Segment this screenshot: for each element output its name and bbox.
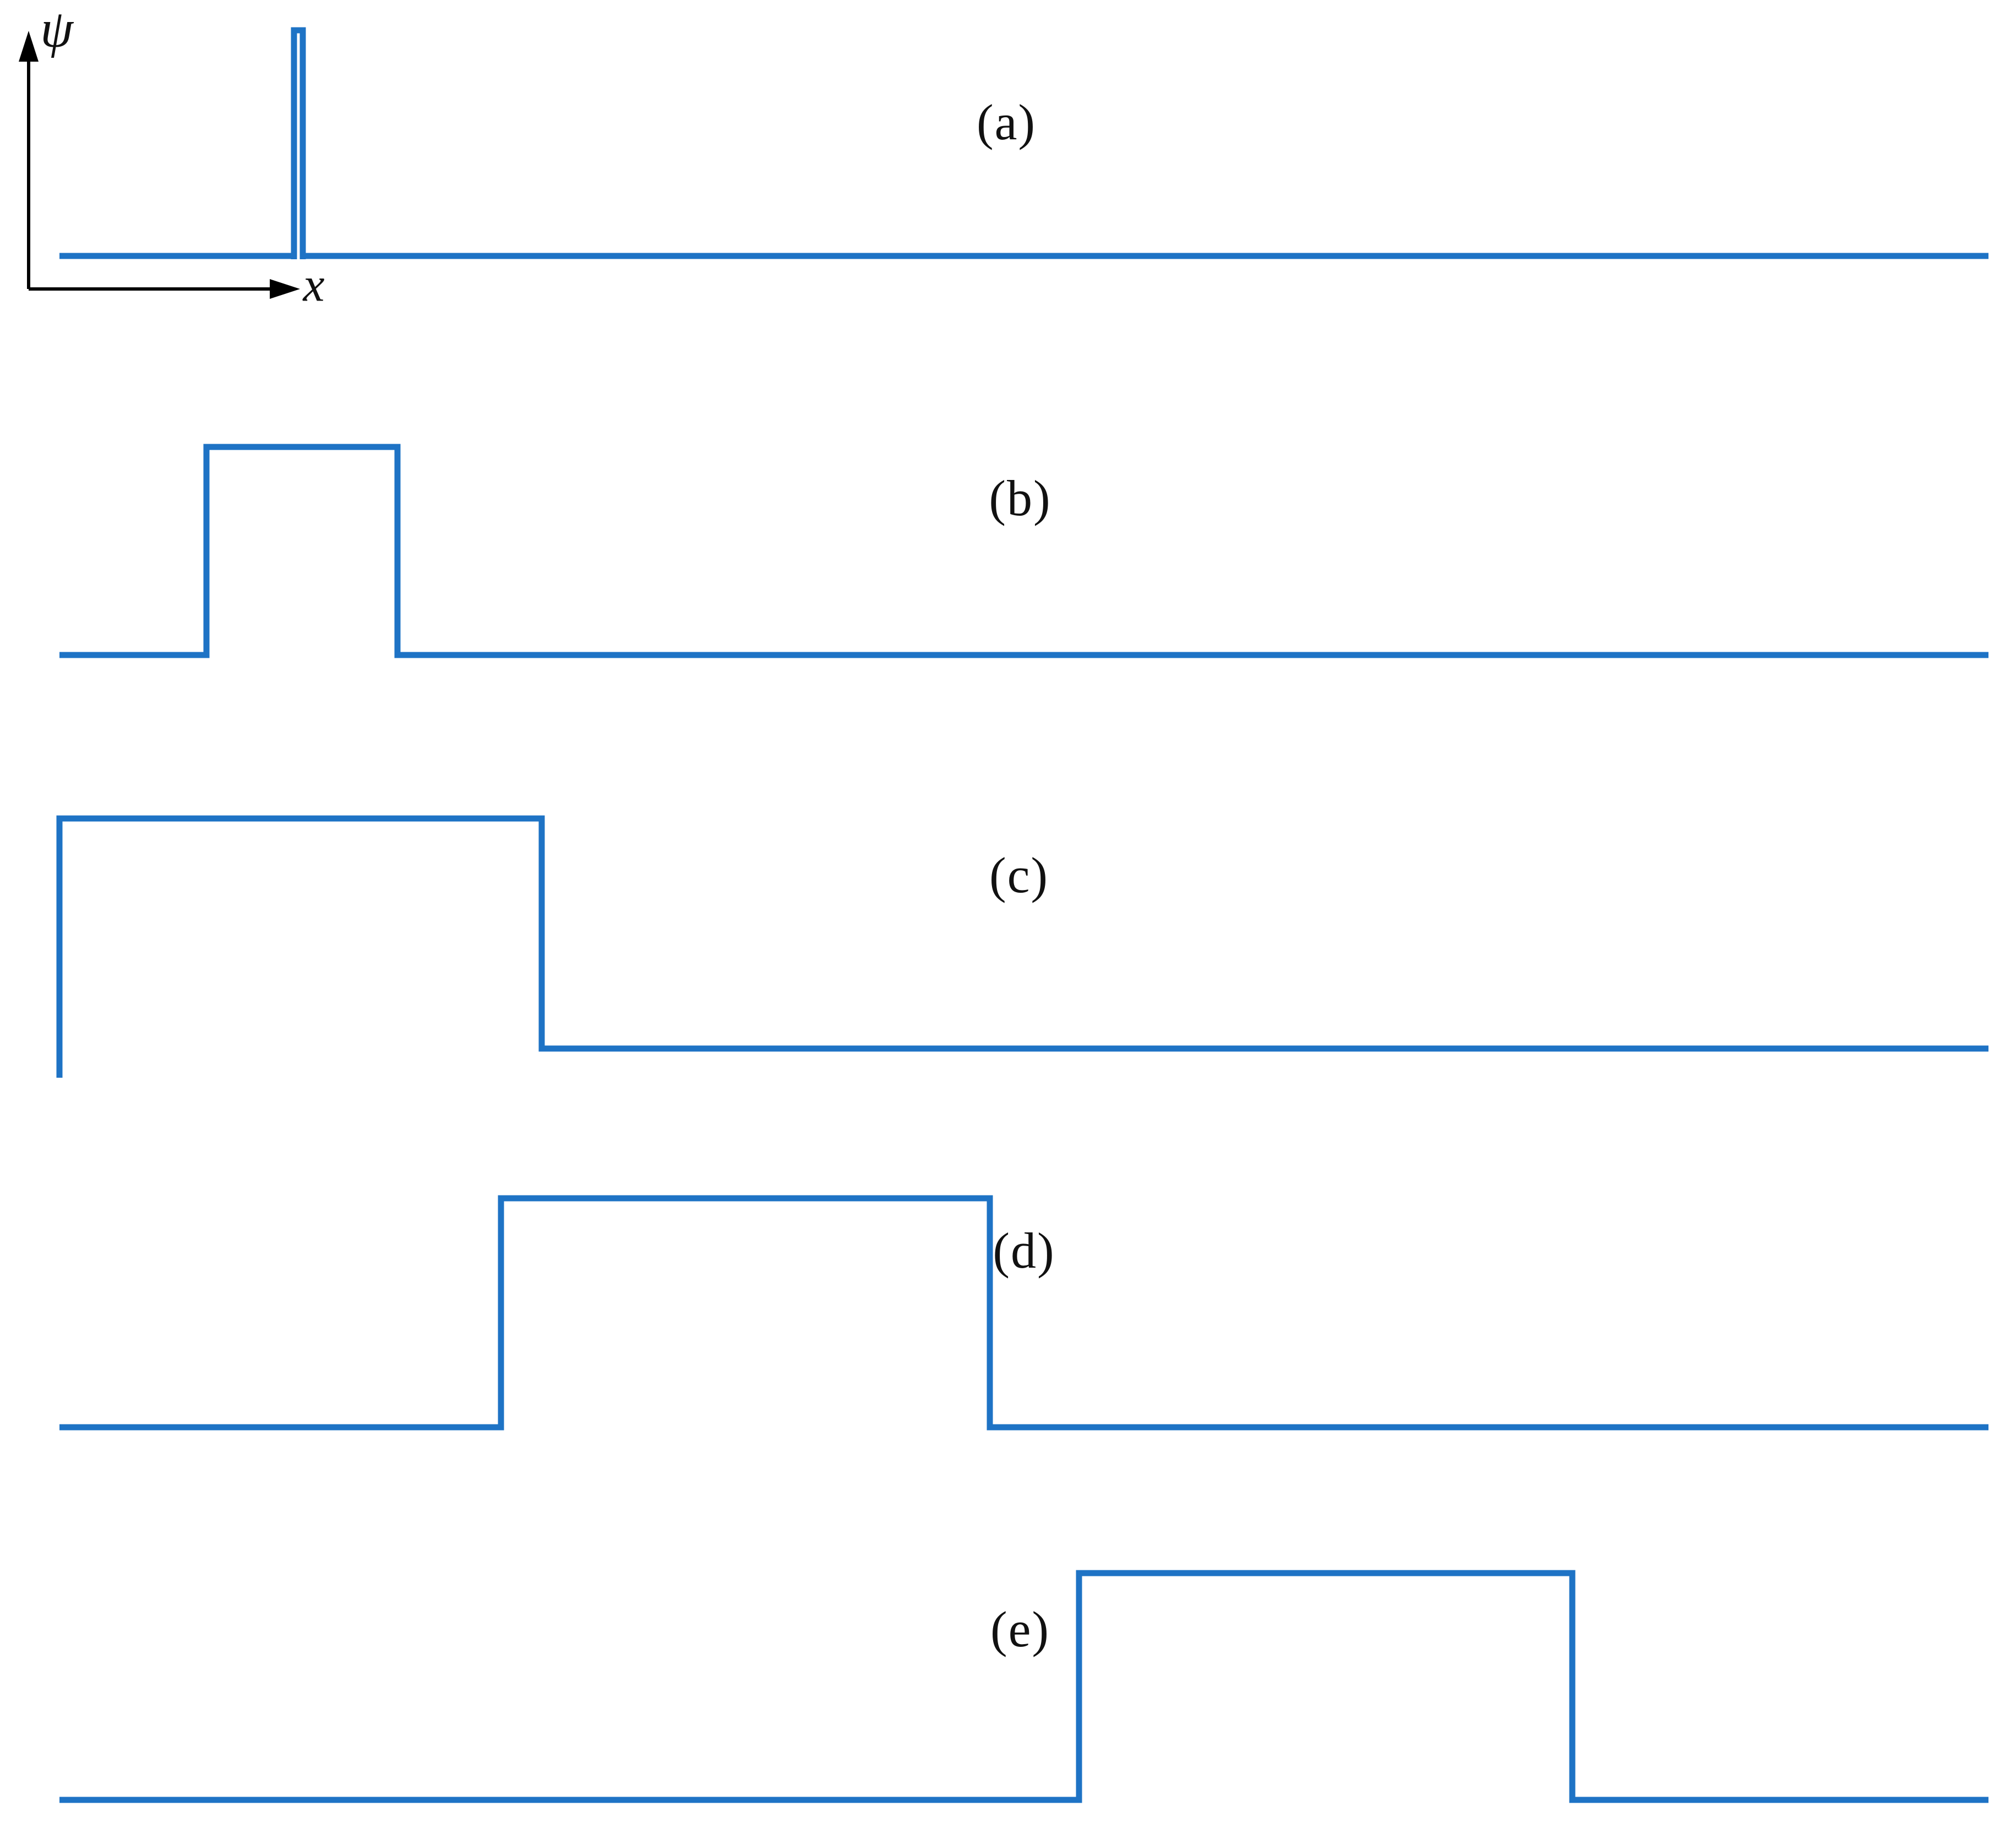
wavefunction-trace-c <box>56 815 1988 1078</box>
wavefunction-trace-e <box>59 1570 1988 1803</box>
panel-label-c: (c) <box>989 847 1049 903</box>
psi-axis-label: ψ <box>40 0 73 58</box>
wavefunction-trace-d <box>59 1195 1988 1431</box>
panel-label-e: (e) <box>990 1601 1050 1657</box>
panel-label-d: (d) <box>993 1222 1055 1279</box>
panel-label-b: (b) <box>989 470 1051 526</box>
wavefunction-trace-a-seg1 <box>291 27 306 259</box>
x-axis-label: x <box>303 258 325 312</box>
panel-label-a: (a) <box>976 94 1037 150</box>
psi-axis-arrowhead-icon <box>19 31 39 62</box>
x-axis-arrowhead-icon <box>270 279 300 299</box>
wavefunction-trace-b <box>59 444 1988 658</box>
